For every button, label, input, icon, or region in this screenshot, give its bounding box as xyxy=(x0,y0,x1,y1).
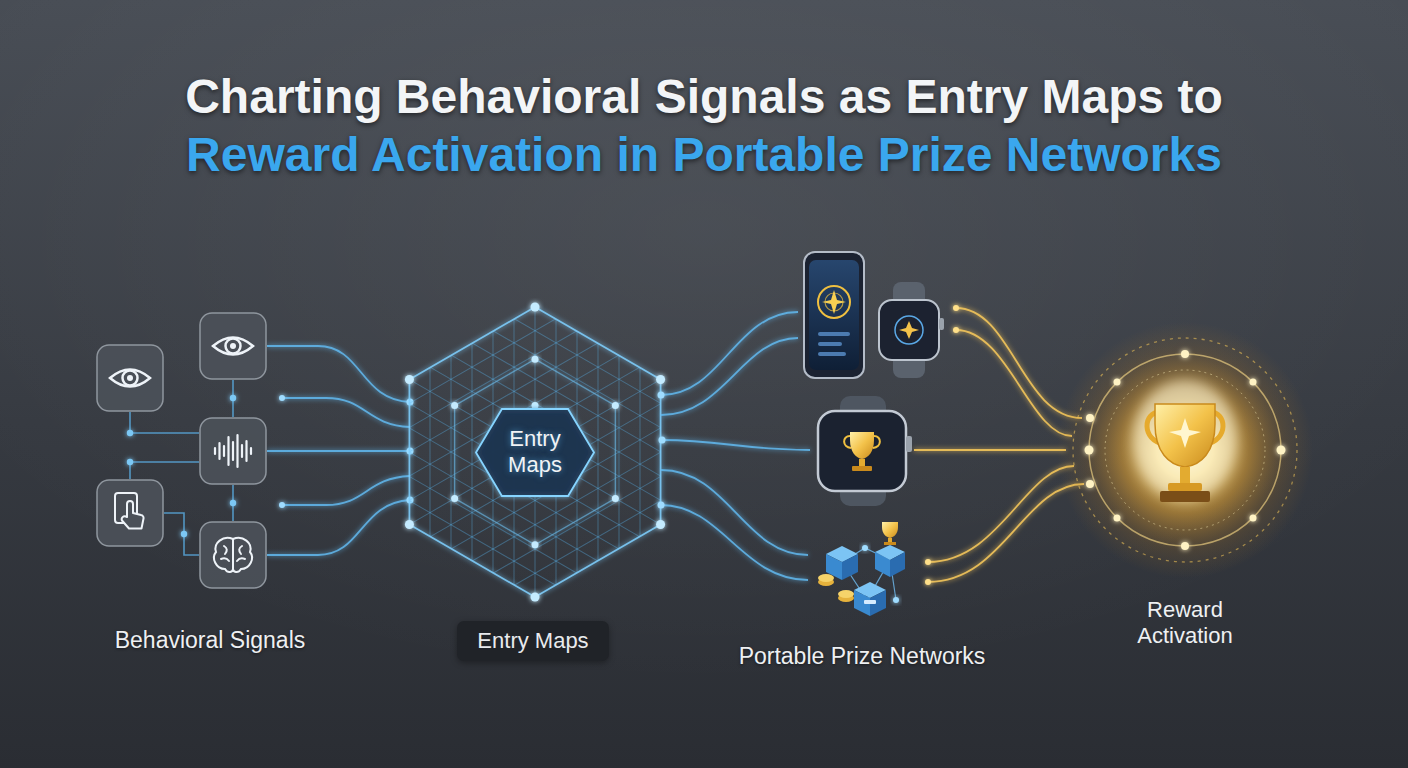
brain-icon xyxy=(200,522,266,588)
lattice-line xyxy=(385,378,705,563)
prize-cubes xyxy=(818,522,905,616)
lattice-line xyxy=(427,450,747,635)
lattice-dot xyxy=(451,402,458,409)
lattice-line xyxy=(682,267,683,637)
lattice-dot xyxy=(656,520,665,529)
lattice-line xyxy=(301,487,621,672)
lattice-line xyxy=(291,505,611,690)
diagram-title: Charting Behavioral Signals as Entry Map… xyxy=(139,68,1269,183)
lattice-line xyxy=(396,323,716,508)
lattice-line xyxy=(301,232,621,417)
signal-icons xyxy=(97,313,266,588)
hexagon-node: Entry Maps xyxy=(476,409,594,496)
reward-node: Reward Activation xyxy=(1060,325,1310,650)
label-box: Entry Maps xyxy=(457,621,608,661)
lattice-dot xyxy=(405,375,414,384)
device-wires xyxy=(661,312,810,580)
node-text: Entry Maps xyxy=(477,628,588,654)
lattice-line xyxy=(430,267,431,637)
lattice-line xyxy=(598,267,599,637)
lattice-line xyxy=(385,341,705,526)
lattice-line xyxy=(640,267,641,637)
lattice-line xyxy=(354,396,674,581)
lattice-line xyxy=(375,360,695,545)
lattice-dot xyxy=(612,495,619,502)
trophy-symbol xyxy=(1147,404,1223,502)
node-text: Entry Maps xyxy=(508,426,562,479)
eye-icon xyxy=(200,313,266,379)
lattice-line xyxy=(427,269,747,454)
touch-icon xyxy=(97,480,163,546)
lattice-line xyxy=(364,378,684,563)
hexagon-outline xyxy=(476,409,594,496)
lattice-dot xyxy=(656,375,665,384)
phone-device xyxy=(804,252,864,378)
watch-device xyxy=(818,396,912,506)
lattice-line xyxy=(703,267,704,637)
lattice-line xyxy=(364,341,684,526)
lattice-dot xyxy=(532,356,539,363)
lattice-dot xyxy=(531,303,540,312)
wire-dots xyxy=(279,395,414,508)
lattice-line xyxy=(388,267,389,637)
wire-dots xyxy=(658,392,666,509)
watch-device xyxy=(879,282,944,378)
lattice-dot xyxy=(531,593,540,602)
lattice-outline xyxy=(409,307,660,597)
lattice-dot xyxy=(532,541,539,548)
section-label: Portable Prize Networks xyxy=(739,643,986,670)
lattice-line xyxy=(375,360,695,545)
lattice-dot xyxy=(612,402,619,409)
lattice-dot xyxy=(451,495,458,502)
section-label: Behavioral Signals xyxy=(115,627,306,654)
lattice-line xyxy=(459,214,779,399)
lattice-line xyxy=(322,450,642,635)
lattice-dot xyxy=(405,520,414,529)
lattice-line xyxy=(448,232,768,417)
lattice-line xyxy=(448,487,768,672)
lattice-network xyxy=(291,214,779,690)
lattice-line xyxy=(367,267,368,637)
reward-glow xyxy=(1057,322,1313,578)
lattice-line xyxy=(472,267,473,637)
lattice-outline xyxy=(455,359,616,545)
node-text: Reward Activation xyxy=(1110,597,1260,650)
signal-wires xyxy=(267,346,410,555)
eye-icon xyxy=(97,345,163,411)
lattice-line xyxy=(322,269,642,454)
waveform-icon xyxy=(200,418,266,484)
